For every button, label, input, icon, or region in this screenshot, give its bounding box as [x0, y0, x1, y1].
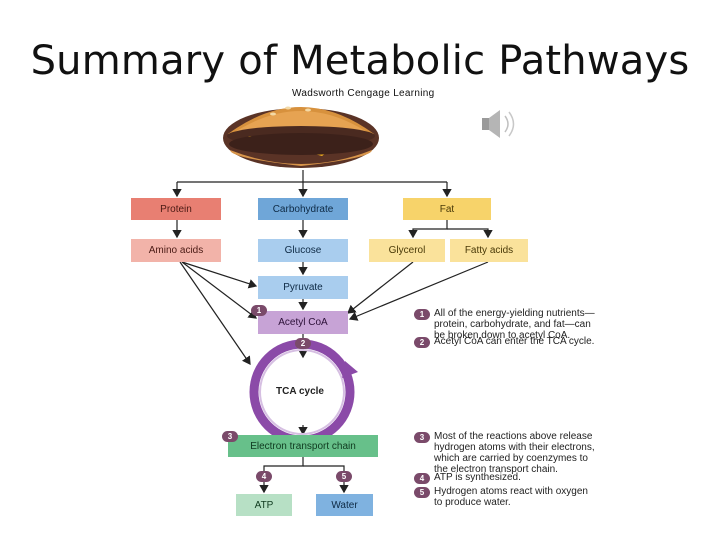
- note-3: Most of the reactions above release hydr…: [434, 431, 595, 475]
- note-4-line: ATP is synthesized.: [434, 472, 521, 483]
- protein-box: Protein: [131, 198, 221, 220]
- glucose-box: Glucose: [258, 239, 348, 262]
- note-5-line: to produce water.: [434, 497, 511, 508]
- carbohydrate-box: Carbohydrate: [258, 198, 348, 220]
- speaker-icon[interactable]: [478, 106, 522, 142]
- step-badge-5-diagram: 5: [336, 471, 352, 482]
- step-badge-1-diagram: 1: [251, 305, 267, 316]
- note-3-line: hydrogen atoms with their electrons,: [434, 442, 595, 453]
- note-1: All of the energy-yielding nutrients— pr…: [434, 308, 595, 341]
- tca-cycle-label: TCA cycle: [276, 386, 324, 397]
- note-4: ATP is synthesized.: [434, 472, 521, 483]
- note-5-line: Hydrogen atoms react with oxygen: [434, 486, 588, 497]
- image-credit: Wadsworth Cengage Learning: [292, 88, 435, 99]
- fatty-acids-box: Fatty acids: [450, 239, 528, 262]
- slide-title: Summary of Metabolic Pathways: [30, 38, 690, 84]
- note-5: Hydrogen atoms react with oxygen to prod…: [434, 486, 588, 508]
- step-badge-4-diagram: 4: [256, 471, 272, 482]
- step-badge-2: 2: [414, 337, 430, 348]
- note-3-line: Most of the reactions above release: [434, 431, 593, 442]
- note-2-line: Acetyl CoA can enter the TCA cycle.: [434, 336, 595, 347]
- glycerol-box: Glycerol: [369, 239, 445, 262]
- amino-acids-box: Amino acids: [131, 239, 221, 262]
- electron-transport-chain-box: Electron transport chain: [228, 435, 378, 457]
- note-1-line: protein, carbohydrate, and fat—can: [434, 319, 591, 330]
- step-badge-2-diagram: 2: [295, 338, 311, 349]
- step-badge-5: 5: [414, 487, 430, 498]
- note-3-line: which are carried by coenzymes to: [434, 453, 588, 464]
- pyruvate-box: Pyruvate: [258, 276, 348, 299]
- note-3-line: the electron transport chain.: [434, 464, 558, 475]
- step-badge-3: 3: [414, 432, 430, 443]
- acetyl-coa-box: Acetyl CoA: [258, 311, 348, 334]
- fat-box: Fat: [403, 198, 491, 220]
- step-badge-1: 1: [414, 309, 430, 320]
- water-box: Water: [316, 494, 373, 516]
- step-badge-4: 4: [414, 473, 430, 484]
- note-1-line: All of the energy-yielding nutrients—: [434, 308, 595, 319]
- step-badge-3-diagram: 3: [222, 431, 238, 442]
- note-1-line: be broken down to acetyl CoA.: [434, 330, 571, 341]
- atp-box: ATP: [236, 494, 292, 516]
- note-2: Acetyl CoA can enter the TCA cycle.: [434, 336, 594, 347]
- hamburger-image: [223, 106, 379, 168]
